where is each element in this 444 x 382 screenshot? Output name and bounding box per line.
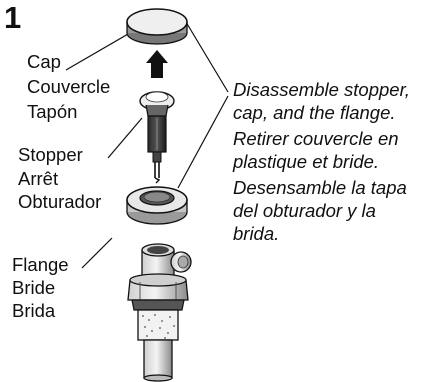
drain-body-part bbox=[127, 243, 192, 382]
stopper-leader bbox=[107, 117, 143, 159]
thread-texture bbox=[142, 314, 175, 339]
cap-part bbox=[126, 8, 188, 45]
flange-part bbox=[126, 186, 188, 225]
cap-label-en: Cap bbox=[27, 51, 61, 72]
instruction-leader-flange bbox=[177, 95, 229, 189]
cap-leader bbox=[65, 33, 129, 71]
cap-label-es: Tapón bbox=[27, 101, 78, 122]
flange-leader bbox=[81, 237, 113, 269]
stopper-part bbox=[139, 91, 175, 184]
instruction-en-line-2: cap, and the flange. bbox=[233, 102, 396, 123]
flange-label-fr: Bride bbox=[12, 277, 56, 298]
leader-lines bbox=[65, 21, 229, 269]
stopper-label-es: Obturador bbox=[18, 191, 102, 212]
instruction-es-line-1: Desensamble la tapa bbox=[233, 177, 407, 198]
instruction-es-line-3: brida. bbox=[233, 223, 280, 244]
stopper-label-fr: Arrêt bbox=[18, 168, 59, 189]
instruction-leader-cap bbox=[185, 21, 229, 93]
stopper-label-en: Stopper bbox=[18, 144, 83, 165]
instruction-en-line-1: Disassemble stopper, bbox=[233, 79, 410, 100]
flange-label-es: Brida bbox=[12, 300, 56, 321]
step-number: 1 bbox=[4, 0, 22, 35]
instruction-fr-line-2: plastique et bride. bbox=[233, 151, 380, 172]
flange-label-en: Flange bbox=[12, 254, 69, 275]
cap-label-fr: Couvercle bbox=[27, 76, 111, 97]
instruction-es-line-2: del obturador y la bbox=[233, 200, 376, 221]
instruction-fr-line-1: Retirer couvercle en bbox=[233, 128, 399, 149]
up-arrow-icon bbox=[146, 50, 168, 78]
